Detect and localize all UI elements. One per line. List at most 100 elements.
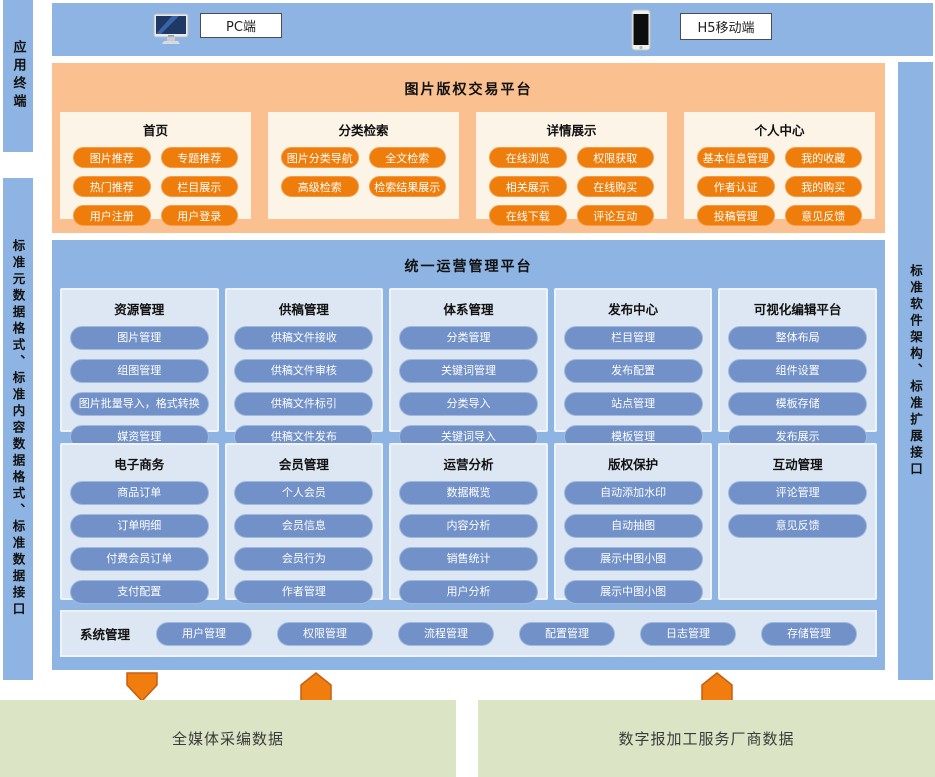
module-pill: 供稿文件接收 <box>234 326 374 350</box>
management-column: 会员管理个人会员会员信息会员行为作者管理 <box>224 443 384 604</box>
module-pill: 自动抽图 <box>563 514 703 538</box>
module-pill: 用户分析 <box>398 580 539 604</box>
management-column-title: 供稿管理 <box>278 302 329 317</box>
module-pill: 发布配置 <box>563 359 703 383</box>
feature-pill: 用户注册 <box>73 205 151 226</box>
feature-pill: 基本信息管理 <box>697 147 775 168</box>
app-terminal-label: 应用终端 <box>10 40 26 112</box>
system-pill: 权限管理 <box>277 621 373 646</box>
trading-section-buttons: 图片推荐专题推荐热门推荐栏目展示用户注册用户登录 <box>60 147 251 226</box>
system-pill: 流程管理 <box>397 621 494 646</box>
management-column: 资源管理图片管理组图管理图片批量导入，格式转换媒资管理 <box>60 288 219 449</box>
management-column: 电子商务商品订单订单明细付费会员订单支付配置 <box>60 443 219 604</box>
feature-pill: 意见反馈 <box>784 205 862 226</box>
module-pill: 付费会员订单 <box>69 547 209 571</box>
module-pill: 订单明细 <box>69 514 209 538</box>
module-pill: 栏目管理 <box>563 326 703 350</box>
feature-pill: 图片推荐 <box>73 147 151 168</box>
module-pill: 图片批量导入，格式转换 <box>69 392 209 416</box>
management-column-title: 发布中心 <box>608 302 659 317</box>
feature-pill: 全文检索 <box>368 147 446 168</box>
feature-pill: 高级检索 <box>281 176 359 197</box>
system-pill: 存储管理 <box>760 621 857 646</box>
right-standards-label: 标准软件架构、标准扩展接口 <box>908 263 923 479</box>
system-management-row: 系统管理 用户管理权限管理流程管理配置管理日志管理存储管理 <box>60 610 877 657</box>
trading-platform-sections: 首页图片推荐专题推荐热门推荐栏目展示用户注册用户登录分类检索图片分类导航全文检索… <box>60 112 877 226</box>
feature-pill: 热门推荐 <box>73 176 151 197</box>
trading-section: 首页图片推荐专题推荐热门推荐栏目展示用户注册用户登录 <box>60 112 251 226</box>
arrow-down-icon <box>126 672 158 702</box>
data-source-left: 全媒体采编数据 <box>0 700 456 777</box>
feature-pill: 评论互动 <box>576 205 654 226</box>
management-column-title: 互动管理 <box>772 457 823 472</box>
pc-terminal-box: PC端 <box>200 13 282 38</box>
module-pill: 站点管理 <box>563 392 703 416</box>
left-sidebar-app-terminal: 应用终端 <box>3 0 33 152</box>
management-column-title: 版权保护 <box>608 457 659 472</box>
feature-pill: 权限获取 <box>576 147 654 168</box>
module-pill: 供稿文件审核 <box>234 359 374 383</box>
feature-pill: 在线购买 <box>576 176 654 197</box>
module-pill: 个人会员 <box>234 481 374 505</box>
feature-pill: 用户登录 <box>160 205 238 226</box>
mobile-terminal-label: H5移动端 <box>697 21 755 36</box>
feature-pill: 相关展示 <box>489 176 567 197</box>
management-column-title: 可视化编辑平台 <box>753 302 842 317</box>
mobile-terminal-box: H5移动端 <box>680 13 772 40</box>
module-pill: 展示中图小图 <box>563 580 703 604</box>
trading-section-title: 个人中心 <box>754 123 805 138</box>
module-pill: 意见反馈 <box>728 514 868 538</box>
management-platform: 统一运营管理平台 资源管理图片管理组图管理图片批量导入，格式转换媒资管理供稿管理… <box>52 240 885 670</box>
feature-pill: 专题推荐 <box>160 147 238 168</box>
trading-platform-title: 图片版权交易平台 <box>404 82 533 98</box>
monitor-icon <box>153 13 189 44</box>
data-source-right-label: 数字报加工服务厂商数据 <box>618 730 795 748</box>
management-column: 运营分析数据概览内容分析销售统计用户分析 <box>389 443 548 604</box>
module-pill: 会员行为 <box>234 547 374 571</box>
trading-platform: 图片版权交易平台 首页图片推荐专题推荐热门推荐栏目展示用户注册用户登录分类检索图… <box>52 63 885 233</box>
trading-section-buttons: 图片分类导航全文检索高级检索检索结果展示 <box>268 147 459 197</box>
phone-icon <box>631 9 651 51</box>
arrow-up-icon <box>300 672 332 702</box>
module-pill: 支付配置 <box>69 580 209 604</box>
module-pill: 组件设置 <box>728 359 868 383</box>
left-sidebar-standards: 标准元数据格式、标准内容数据格式、标准数据接口 <box>3 178 33 680</box>
trading-section-title: 详情展示 <box>546 123 597 138</box>
module-pill: 模板存储 <box>728 392 868 416</box>
trading-section: 详情展示在线浏览权限获取相关展示在线购买在线下载评论互动 <box>476 112 667 226</box>
management-column-title: 会员管理 <box>278 457 329 472</box>
system-management-label: 系统管理 <box>80 627 131 642</box>
trading-section-buttons: 在线浏览权限获取相关展示在线购买在线下载评论互动 <box>476 147 667 226</box>
management-column-title: 电子商务 <box>114 457 165 472</box>
management-column: 版权保护自动添加水印自动抽图展示中图小图展示中图小图 <box>553 443 713 604</box>
right-sidebar-standards: 标准软件架构、标准扩展接口 <box>898 62 933 680</box>
feature-pill: 作者认证 <box>697 176 775 197</box>
module-pill: 图片管理 <box>69 326 209 350</box>
module-pill: 作者管理 <box>234 580 374 604</box>
trading-section: 分类检索图片分类导航全文检索高级检索检索结果展示 <box>268 112 459 219</box>
module-pill: 供稿文件标引 <box>234 392 374 416</box>
management-column: 可视化编辑平台整体布局组件设置模板存储发布展示 <box>718 288 877 449</box>
management-column: 供稿管理供稿文件接收供稿文件审核供稿文件标引供稿文件发布 <box>224 288 384 449</box>
feature-pill: 投稿管理 <box>697 205 775 226</box>
system-pill: 用户管理 <box>156 621 253 646</box>
management-row-2: 电子商务商品订单订单明细付费会员订单支付配置会员管理个人会员会员信息会员行为作者… <box>60 443 877 604</box>
system-management-pills: 用户管理权限管理流程管理配置管理日志管理存储管理 <box>156 621 857 646</box>
management-column: 发布中心栏目管理发布配置站点管理模板管理 <box>553 288 713 449</box>
management-column: 互动管理评论管理意见反馈 <box>718 443 877 600</box>
terminal-bar: PC端 H5移动端 <box>52 3 933 56</box>
system-pill: 日志管理 <box>639 621 736 646</box>
module-pill: 评论管理 <box>728 481 868 505</box>
module-pill: 商品订单 <box>69 481 209 505</box>
arrow-up-icon <box>701 672 733 702</box>
feature-pill: 栏目展示 <box>160 176 238 197</box>
management-column-title: 体系管理 <box>443 302 494 317</box>
module-pill: 自动添加水印 <box>563 481 703 505</box>
module-pill: 分类导入 <box>398 392 539 416</box>
management-column-title: 资源管理 <box>114 302 165 317</box>
module-pill: 展示中图小图 <box>563 547 703 571</box>
module-pill: 销售统计 <box>398 547 539 571</box>
module-pill: 整体布局 <box>728 326 868 350</box>
feature-pill: 我的购买 <box>784 176 862 197</box>
